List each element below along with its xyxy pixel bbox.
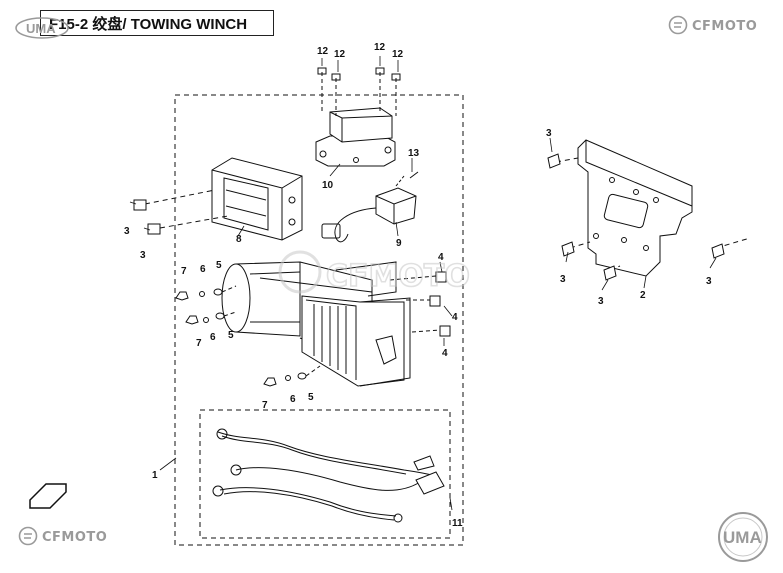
control-module-part-9 [321,171,419,243]
callout-4: 4 [442,348,448,359]
callout-7: 7 [262,400,268,411]
roller-fairlead-part-8 [144,157,303,241]
callout-3: 3 [560,274,566,285]
cfmoto-logo-top: CFMOTO [668,14,778,41]
winch-mount-bolts-part-4 [389,271,451,337]
callout-8: 8 [236,234,242,245]
callout-4: 4 [452,312,458,323]
nut-washer-stacks-parts-5-6-7 [175,285,321,387]
cfmoto-text-bottom: CFMOTO [42,530,107,545]
callout-3: 3 [124,226,130,237]
callout-5: 5 [228,330,234,341]
assembly-boundary [174,94,464,546]
cfmoto-logo-bottom: CFMOTO [18,525,128,552]
callout-6: 6 [210,332,216,343]
winch-body [221,261,411,387]
callout-10: 10 [322,180,334,191]
callout-12: 12 [374,42,386,53]
callout-12: 12 [334,49,346,60]
callout-2: 2 [640,290,646,301]
front-direction-arrow-icon [29,483,67,509]
battery-cables-part-11 [212,428,445,523]
callout-6: 6 [200,264,206,275]
callout-9: 9 [396,238,402,249]
title-box [40,10,274,36]
callout-5: 5 [216,260,222,271]
callout-leaders [129,56,717,511]
cfmoto-text-top: CFMOTO [692,19,757,34]
callout-6: 6 [290,394,296,405]
diagram-title: 绞盘/ TOWING WINCH [92,16,248,33]
mounting-plate-part-2 [555,139,751,277]
uma-logo-large: UMA [712,510,774,569]
callout-3: 3 [546,128,552,139]
fairlead-bolts-part-3 [133,199,161,235]
uma-logo-large-text: UMA [723,528,762,547]
uma-logo-small: UMA [14,16,70,45]
callout-4: 4 [438,252,444,263]
callout-3: 3 [706,276,712,287]
callout-11: 11 [452,518,463,529]
callout-1: 1 [152,470,158,481]
plate-bolts-part-3 [547,153,725,281]
callout-7: 7 [181,266,187,277]
relay-switch-part-10 [315,107,396,167]
callout-13: 13 [408,148,420,159]
relay-bolts-part-12 [317,67,401,116]
uma-logo-small-text: UMA [26,21,56,36]
cfmoto-watermark: CFMOTO [278,250,471,295]
callout-labels: 12 12 12 12 13 10 9 8 3 3 3 3 3 3 2 4 4 … [124,42,712,529]
callout-3: 3 [598,296,604,307]
callout-3: 3 [140,250,146,261]
callout-7: 7 [196,338,202,349]
cable-group-boundary [199,409,451,539]
callout-12: 12 [317,46,329,57]
callout-12: 12 [392,49,404,60]
watermark-text: CFMOTO [326,259,470,294]
callout-5: 5 [308,392,314,403]
